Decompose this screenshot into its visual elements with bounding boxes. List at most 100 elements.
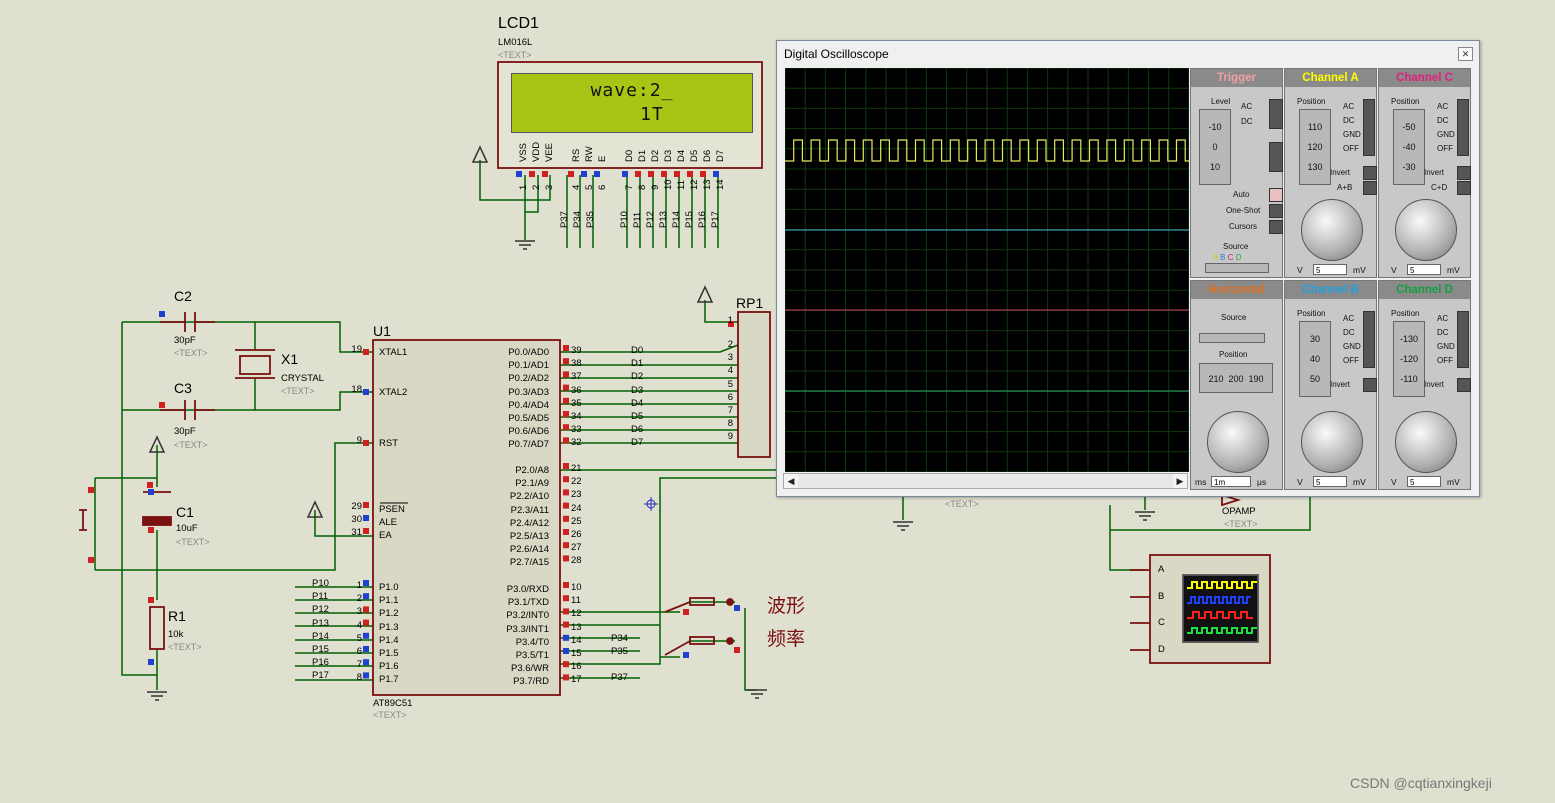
- channel-a-volts-field[interactable]: 5: [1313, 264, 1347, 275]
- position-label: Position: [1297, 309, 1326, 318]
- mcu-pin-name: P0.1/AD1: [508, 360, 549, 372]
- pin-state-marker: [635, 171, 641, 177]
- horizontal-scrollbar[interactable]: ◀ ▶: [783, 473, 1188, 489]
- rp1-pin-number: 8: [727, 418, 733, 430]
- close-icon[interactable]: ✕: [1458, 47, 1473, 61]
- channel-b-volts-field[interactable]: 5: [1313, 476, 1347, 487]
- trigger-source-slider[interactable]: [1205, 263, 1269, 273]
- trigger-source-letters: A B C D: [1213, 253, 1242, 262]
- horizontal-time-field[interactable]: 1m: [1211, 476, 1251, 487]
- unit-left: ms: [1195, 477, 1207, 487]
- lcd-ref: LCD1: [498, 15, 539, 32]
- pin-state-marker: [594, 171, 600, 177]
- coupling-switch[interactable]: [1457, 311, 1469, 368]
- trigger-panel: Trigger Level -10 0 10 AC DC Auto One-Sh…: [1190, 68, 1283, 278]
- mcu-pin-number: 26: [571, 529, 582, 540]
- pin-state-marker: [563, 437, 569, 444]
- scroll-left-icon[interactable]: ◀: [784, 474, 798, 488]
- lcd-display: wave:2_ 1T: [511, 73, 753, 133]
- invert-button[interactable]: [1363, 378, 1377, 392]
- combo-label: A+B: [1337, 183, 1353, 192]
- scope-input-label: C: [1158, 617, 1165, 628]
- pin-state-marker: [148, 527, 154, 533]
- opamp-ref: OPAMP: [1222, 506, 1256, 517]
- mcu-pin-number: 19: [351, 344, 362, 355]
- trigger-source-label: Source: [1223, 242, 1249, 251]
- invert-button[interactable]: [1363, 166, 1377, 180]
- pin-state-marker: [581, 171, 587, 177]
- pin-state-marker: [563, 358, 569, 365]
- invert-label: Invert: [1424, 168, 1445, 177]
- pin-state-marker: [563, 502, 569, 509]
- mcu-net-label: P11: [312, 591, 329, 603]
- channel-c-volts-knob[interactable]: [1395, 199, 1457, 261]
- position-label: Position: [1391, 309, 1420, 318]
- lcd-pin-number: 6: [597, 184, 608, 190]
- pin-state-marker: [563, 515, 569, 522]
- mcu-net-label: P13: [312, 617, 329, 629]
- horizontal-source-slider[interactable]: [1199, 333, 1265, 343]
- pin-state-marker: [683, 609, 689, 615]
- freq-button-label: 频率: [767, 628, 806, 650]
- combo-button[interactable]: [1363, 181, 1377, 195]
- trigger-cursors-button[interactable]: [1269, 220, 1283, 234]
- channel-c-position-wheel[interactable]: -50-40-30: [1393, 109, 1425, 185]
- channel-a-volts-knob[interactable]: [1301, 199, 1363, 261]
- lcd-pin-name: RW: [584, 146, 595, 162]
- invert-button[interactable]: [1457, 166, 1471, 180]
- opamp-tag: <TEXT>: [1224, 519, 1258, 529]
- scope-input-label: A: [1158, 564, 1165, 575]
- trigger-title: Trigger: [1191, 69, 1282, 87]
- mcu-pin-number: 13: [571, 621, 582, 633]
- invert-button[interactable]: [1457, 378, 1471, 392]
- coupling-switch[interactable]: [1457, 99, 1469, 156]
- channel-d-position-wheel[interactable]: -130-120-110: [1393, 321, 1425, 397]
- trigger-level-wheel[interactable]: -10 0 10: [1199, 109, 1231, 185]
- pin-state-marker: [563, 621, 569, 628]
- pin-state-marker: [568, 171, 574, 177]
- pin-state-marker: [363, 440, 369, 446]
- trigger-auto-button[interactable]: [1269, 188, 1283, 202]
- pin-state-marker: [563, 648, 569, 654]
- scroll-right-icon[interactable]: ▶: [1173, 474, 1187, 488]
- off-label: OFF: [1437, 144, 1453, 153]
- pin-state-marker: [363, 619, 369, 626]
- mcu-pin-name: RST: [379, 438, 398, 449]
- pin-state-marker: [622, 171, 628, 177]
- mcu-pin-name: P1.0: [379, 582, 399, 593]
- ac-label: AC: [1343, 102, 1355, 111]
- trigger-coupling-switch[interactable]: [1269, 99, 1283, 129]
- trigger-edge-switch[interactable]: [1269, 142, 1283, 172]
- channel-d-volts-knob[interactable]: [1395, 411, 1457, 473]
- pin-state-marker: [734, 605, 740, 611]
- channel-d-volts-field[interactable]: 5: [1407, 476, 1441, 487]
- lcd-pin-name: D5: [689, 149, 700, 162]
- pin-state-marker: [563, 529, 569, 535]
- trace-channel-a: [785, 139, 1189, 162]
- c1-ref: C1: [176, 504, 194, 520]
- pin-state-marker: [728, 321, 734, 327]
- scope-input-label: B: [1158, 590, 1165, 602]
- pin-state-marker: [529, 171, 535, 177]
- horizontal-source-label: Source: [1221, 313, 1247, 322]
- coupling-switch[interactable]: [1363, 99, 1375, 156]
- horizontal-time-knob[interactable]: [1207, 411, 1269, 473]
- unit-right: mV: [1353, 265, 1366, 275]
- pin-state-marker: [159, 402, 165, 408]
- lcd-pin-name: VSS: [518, 142, 529, 162]
- combo-button[interactable]: [1457, 181, 1471, 195]
- mcu-net-label: P17: [312, 670, 329, 682]
- channel-c-volts-field[interactable]: 5: [1407, 264, 1441, 275]
- combo-label: C+D: [1431, 183, 1448, 192]
- trigger-oneshot-button[interactable]: [1269, 204, 1283, 218]
- pin-state-marker: [683, 652, 689, 658]
- lcd-pin-name: D3: [663, 149, 674, 162]
- mcu-pin-number: 10: [571, 582, 582, 593]
- coupling-switch[interactable]: [1363, 311, 1375, 368]
- channel-b-volts-knob[interactable]: [1301, 411, 1363, 473]
